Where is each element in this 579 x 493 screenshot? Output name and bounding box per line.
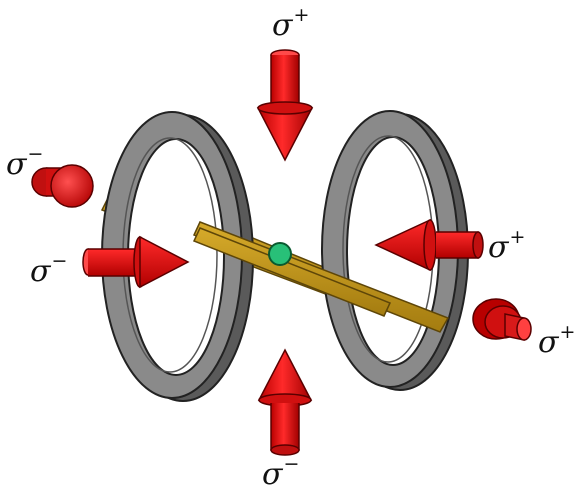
beam-right-middle xyxy=(374,218,484,272)
label-right-lower: σ+ xyxy=(538,321,576,360)
label-right-middle: σ+ xyxy=(488,226,526,265)
label-left-middle: σ− xyxy=(30,250,68,289)
rod-front-segment xyxy=(192,221,450,333)
atom-cloud xyxy=(268,242,292,266)
label-bottom: σ− xyxy=(262,453,300,492)
beam-bottom xyxy=(257,348,313,456)
label-left-upper: σ− xyxy=(6,143,44,182)
beam-left-middle xyxy=(82,235,190,289)
beam-left-upper xyxy=(31,164,94,208)
beam-top xyxy=(256,49,314,162)
label-top: σ+ xyxy=(272,4,310,43)
beam-right-lower xyxy=(472,298,532,341)
